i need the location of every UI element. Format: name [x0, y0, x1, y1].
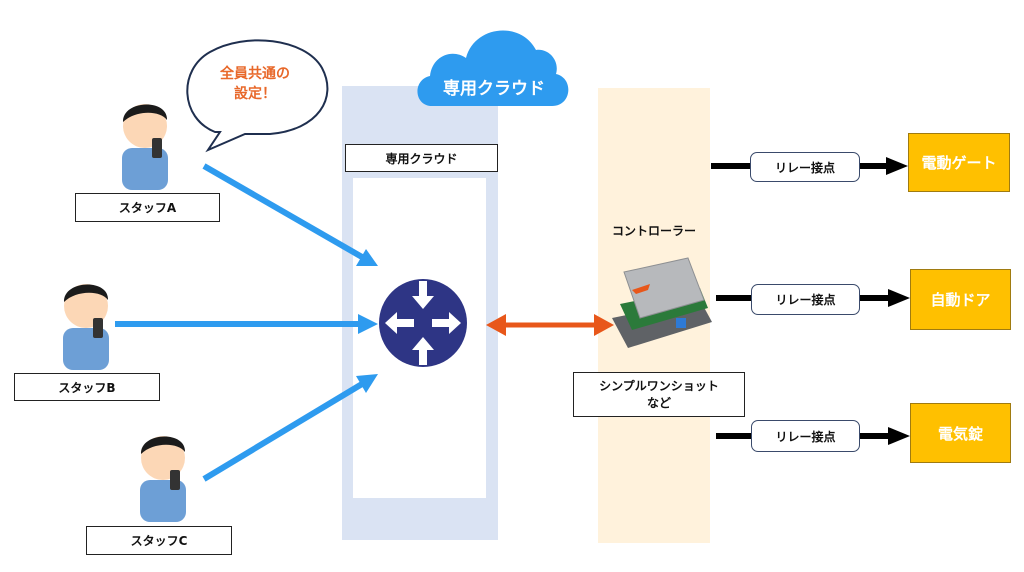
staff-c-figure: [140, 436, 186, 522]
relay-contact-3: リレー接点: [751, 420, 860, 452]
staff-c-arrowhead: [356, 374, 378, 393]
router-icon: [379, 279, 467, 367]
relay-line-1: [711, 157, 908, 175]
cloud-icon: [417, 30, 569, 106]
controller-device-label-line-1: シンプルワンショット: [599, 378, 719, 393]
staff-b-arrowhead: [358, 314, 378, 334]
controller-device-label: シンプルワンショット など: [573, 372, 745, 417]
target-electric-gate: 電動ゲート: [908, 133, 1010, 192]
relay-contact-1: リレー接点: [750, 152, 860, 182]
target-electric-lock: 電気錠: [910, 403, 1011, 463]
speech-bubble-line-2: 設定！: [234, 86, 276, 102]
staff-c-label: スタッフC: [86, 526, 232, 555]
relay-contact-2: リレー接点: [751, 284, 860, 315]
staff-a-label: スタッフA: [75, 193, 220, 222]
controller-title: コントローラー: [611, 224, 696, 238]
speech-bubble-line-1: 全員共通の: [220, 66, 290, 82]
cloud-title: 専用クラウド: [443, 79, 545, 99]
speech-bubble-text: 全員共通の 設定！: [200, 64, 310, 104]
controller-device-label-line-2: など: [646, 395, 671, 410]
staff-b-figure: [63, 284, 109, 370]
sync-arrow: [486, 314, 614, 336]
staff-a-arrowhead: [356, 249, 378, 266]
staff-a-figure: [122, 104, 168, 190]
staff-a-arrow: [202, 163, 364, 260]
controller-device-image: [612, 257, 712, 348]
staff-c-arrow: [202, 381, 364, 482]
relay-line-3: [716, 427, 910, 445]
speech-bubble: [186, 39, 329, 153]
staff-b-label: スタッフB: [14, 373, 160, 401]
cloud-panel-label: 専用クラウド: [345, 144, 498, 172]
relay-line-2: [716, 289, 910, 307]
target-automatic-door: 自動ドア: [910, 269, 1011, 330]
